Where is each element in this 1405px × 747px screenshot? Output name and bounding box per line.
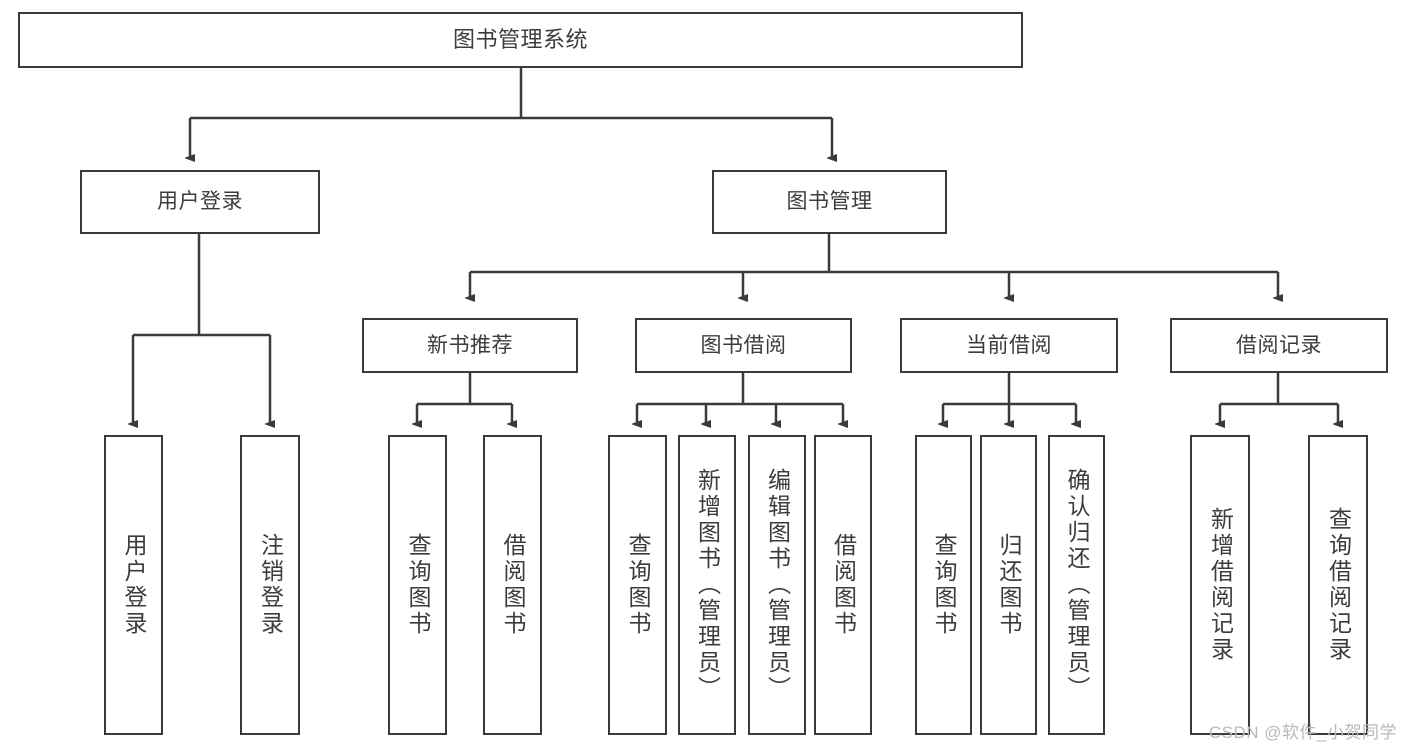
- node-leaf-return-book-label: 归还图书: [996, 533, 1022, 637]
- node-leaf-query-book-3-label: 查询图书: [931, 533, 957, 637]
- node-new-book-rec-label: 新书推荐: [427, 333, 513, 357]
- node-leaf-query-book-2-label: 查询图书: [625, 533, 651, 637]
- node-current-borrow[interactable]: 当前借阅: [900, 318, 1118, 373]
- node-leaf-edit-book[interactable]: 编辑图书（管理员）: [748, 435, 806, 735]
- node-leaf-add-record[interactable]: 新增借阅记录: [1190, 435, 1250, 735]
- node-borrow-record[interactable]: 借阅记录: [1170, 318, 1388, 373]
- node-user-login-label: 用户登录: [157, 190, 243, 214]
- node-leaf-borrow-book-2[interactable]: 借阅图书: [814, 435, 872, 735]
- node-borrow-record-label: 借阅记录: [1236, 333, 1322, 357]
- node-book-borrow-label: 图书借阅: [700, 333, 787, 357]
- node-leaf-query-book-1-label: 查询图书: [405, 533, 431, 637]
- node-user-login[interactable]: 用户登录: [80, 170, 320, 234]
- csdn-watermark: CSDN @软件_小贺同学: [1208, 723, 1397, 742]
- node-leaf-query-record-label: 查询借阅记录: [1325, 507, 1352, 663]
- node-leaf-user-login[interactable]: 用户登录: [104, 435, 163, 735]
- node-leaf-add-book[interactable]: 新增图书（管理员）: [678, 435, 736, 735]
- node-leaf-borrow-book-1-label: 借阅图书: [500, 533, 526, 637]
- node-leaf-query-book-3[interactable]: 查询图书: [915, 435, 972, 735]
- node-leaf-borrow-book-1[interactable]: 借阅图书: [483, 435, 542, 735]
- node-leaf-logout-label: 注销登录: [257, 533, 284, 637]
- node-book-manage-label: 图书管理: [786, 190, 873, 214]
- node-leaf-add-book-label: 新增图书（管理员）: [694, 468, 721, 702]
- node-leaf-user-login-label: 用户登录: [121, 533, 147, 637]
- node-leaf-query-record[interactable]: 查询借阅记录: [1308, 435, 1368, 735]
- node-root-label: 图书管理系统: [452, 26, 588, 52]
- node-leaf-confirm-return[interactable]: 确认归还（管理员）: [1048, 435, 1105, 735]
- node-new-book-rec[interactable]: 新书推荐: [362, 318, 578, 373]
- node-leaf-logout[interactable]: 注销登录: [240, 435, 300, 735]
- node-leaf-return-book[interactable]: 归还图书: [980, 435, 1037, 735]
- node-book-manage[interactable]: 图书管理: [712, 170, 947, 234]
- node-leaf-borrow-book-2-label: 借阅图书: [830, 533, 857, 637]
- node-leaf-edit-book-label: 编辑图书（管理员）: [764, 468, 791, 702]
- node-leaf-query-book-1[interactable]: 查询图书: [388, 435, 447, 735]
- node-current-borrow-label: 当前借阅: [966, 333, 1052, 357]
- node-book-borrow[interactable]: 图书借阅: [635, 318, 852, 373]
- node-leaf-query-book-2[interactable]: 查询图书: [608, 435, 667, 735]
- node-leaf-add-record-label: 新增借阅记录: [1207, 507, 1234, 663]
- node-root[interactable]: 图书管理系统: [18, 12, 1023, 68]
- node-leaf-confirm-return-label: 确认归还（管理员）: [1064, 468, 1090, 702]
